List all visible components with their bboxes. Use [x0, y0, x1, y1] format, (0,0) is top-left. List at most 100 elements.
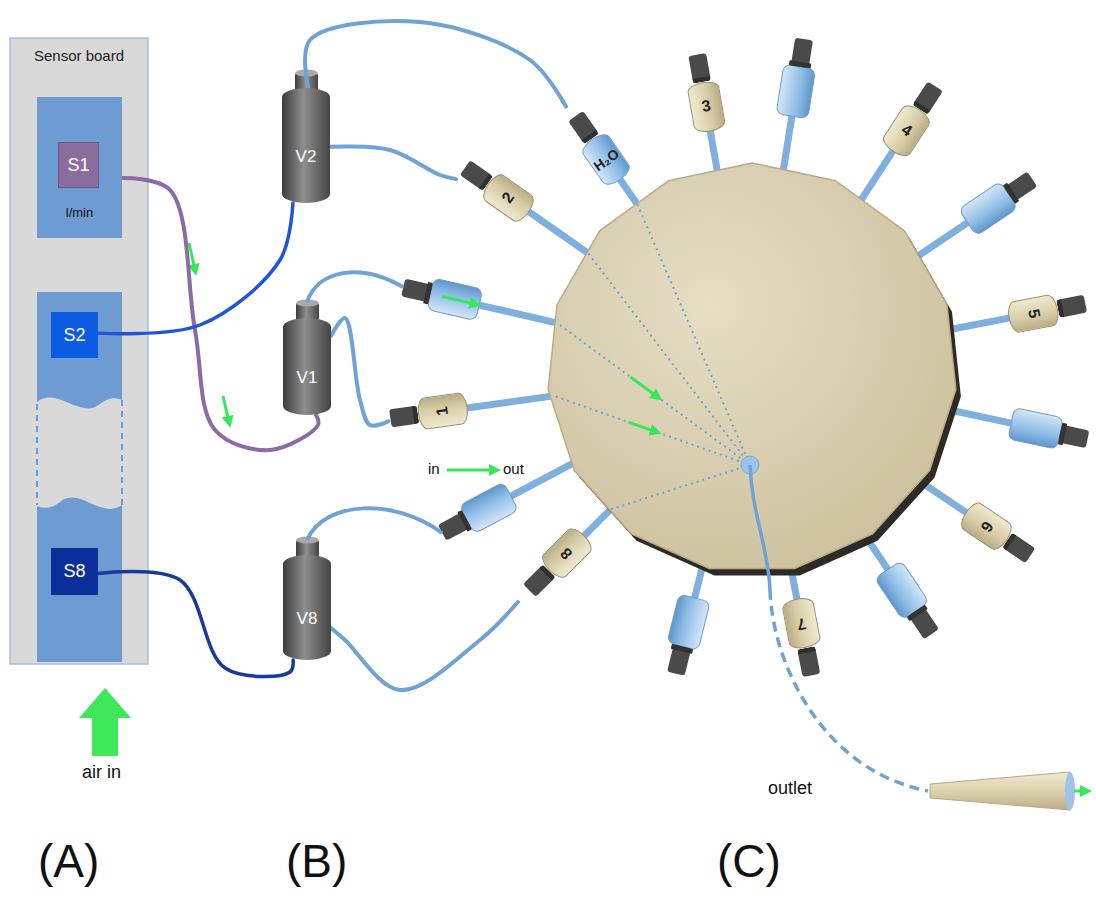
port-body: 7	[781, 596, 822, 651]
part-label: outlet	[768, 779, 812, 799]
port-ring	[789, 60, 812, 68]
port-ring	[907, 605, 928, 621]
sensor-chip: S1	[58, 142, 99, 188]
tube	[331, 318, 388, 426]
unit-row: l/min	[37, 203, 122, 221]
port-number: 4	[897, 121, 914, 141]
tube	[307, 508, 442, 540]
valve-name: V2	[296, 147, 317, 167]
port-cartridge: 3	[681, 52, 726, 134]
valve: V1	[283, 318, 331, 415]
channel-line	[637, 204, 750, 465]
port-stem	[478, 305, 562, 324]
port-ring	[671, 644, 694, 654]
port-body: 3	[686, 80, 726, 135]
break-dash	[121, 400, 123, 505]
panel-letter: (C)	[717, 836, 781, 887]
outlet-tube	[750, 465, 770, 590]
legend-word: out	[503, 461, 524, 478]
air-in-arrow	[79, 688, 131, 756]
flow-label: air in	[82, 763, 121, 783]
port-number: 1	[434, 406, 453, 417]
port-ring	[1058, 423, 1067, 446]
valve: V8	[283, 555, 331, 660]
sensor-board: Sensor boardS1 l/minS2S8	[10, 38, 148, 664]
port-body	[427, 278, 483, 320]
panel-break	[37, 398, 122, 509]
panel-letter: (A)	[38, 836, 99, 887]
port-connector	[798, 646, 821, 677]
sensor: S8	[51, 548, 98, 595]
channel-line	[588, 253, 750, 465]
in-out-arrow	[447, 469, 495, 472]
port-stem	[710, 131, 718, 176]
port-ring	[457, 510, 472, 532]
port-cartridge: 6	[957, 499, 1040, 569]
port-body	[776, 64, 815, 118]
port-connector	[688, 53, 711, 84]
tube	[331, 602, 518, 690]
port-number: 2	[499, 189, 519, 207]
port-cartridge	[660, 594, 710, 677]
port-connector	[1057, 294, 1088, 317]
sensor-name: S1	[67, 155, 89, 176]
channel-line	[554, 396, 750, 465]
port-ring	[1003, 183, 1019, 204]
port-cartridge	[959, 166, 1042, 236]
port-cartridge: 5	[1006, 287, 1089, 333]
port-cartridge	[1008, 407, 1091, 455]
flow-arrow	[628, 422, 655, 432]
port-number: 5	[1024, 307, 1043, 319]
port-cartridge	[776, 37, 820, 119]
port-number: 6	[977, 518, 997, 535]
valve-name: V8	[297, 609, 318, 629]
port-number: H₂O	[590, 145, 621, 174]
sensor-panel	[37, 292, 122, 662]
sensor-name: S8	[63, 561, 85, 582]
port-cartridge: 8	[518, 524, 596, 602]
port-cartridge	[875, 561, 945, 644]
panel-title: Sensor board	[10, 38, 148, 64]
port-ring	[423, 282, 433, 305]
port-cartridge: 4	[879, 77, 948, 160]
rotary-disc	[548, 163, 956, 569]
rotary-valve	[400, 37, 1091, 678]
tube	[305, 21, 566, 106]
sensor-wire	[98, 571, 293, 676]
flow-arrow	[442, 296, 475, 304]
outlet-arrow	[1074, 790, 1086, 793]
port-number: 8	[557, 544, 576, 563]
port-body	[1008, 407, 1064, 449]
port-cartridge: 1	[388, 392, 470, 435]
flow-arrow	[223, 396, 229, 422]
port-cartridge: 2	[456, 154, 538, 225]
outlet-tube-dashed	[770, 590, 928, 791]
port-stem	[858, 151, 893, 205]
break-dash	[36, 404, 38, 505]
flow-arrow	[630, 377, 657, 397]
port-stem	[914, 222, 969, 259]
valve-name: V1	[297, 368, 318, 388]
port-number: 7	[796, 614, 808, 633]
port-body	[667, 594, 710, 650]
outlet-end	[1065, 772, 1075, 810]
legend-word: in	[428, 461, 440, 478]
tube	[330, 146, 456, 179]
flow-sensor: S1 l/min	[37, 97, 122, 238]
port-body: 5	[1006, 293, 1061, 334]
panel-letter: (B)	[286, 836, 347, 887]
port-body: 1	[416, 392, 470, 431]
port-number: 3	[700, 97, 712, 116]
port-stem	[467, 395, 559, 408]
port-stem	[783, 115, 793, 175]
port-cartridge: H₂O	[562, 107, 633, 189]
sensor-name: S2	[63, 325, 85, 346]
port-connector	[389, 406, 419, 428]
sensor: S2	[51, 312, 98, 358]
unit-label: l/min	[66, 205, 93, 220]
port-cartridge: 7	[781, 596, 827, 679]
channel-line	[557, 323, 750, 465]
